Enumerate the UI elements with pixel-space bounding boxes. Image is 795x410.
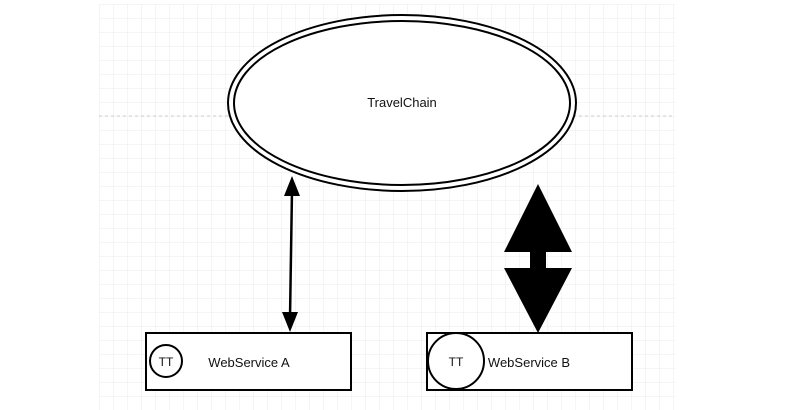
thin-arrow-shaft [288, 189, 294, 319]
travelchain-inner-ellipse [233, 20, 571, 186]
webservice-b-badge-circle [427, 332, 485, 390]
travelchain-node[interactable]: TravelChain [227, 14, 577, 192]
webservice-b-badge-label: TT [449, 355, 464, 369]
thick-arrow-shape [504, 184, 572, 333]
webservice-a-badge-circle [149, 344, 183, 378]
webservice-b-node[interactable]: TT WebService B [426, 332, 633, 391]
edge-webservice-a-travelchain[interactable] [282, 176, 300, 332]
webservice-a-node[interactable]: TT WebService A [145, 332, 352, 391]
thin-arrow-head-top [284, 176, 300, 196]
webservice-b-label: WebService B [488, 355, 570, 370]
edge-webservice-b-travelchain[interactable] [504, 184, 572, 333]
thin-arrow-head-bottom [282, 312, 298, 332]
travelchain-label: TravelChain [367, 95, 437, 110]
webservice-a-label: WebService A [208, 355, 290, 370]
webservice-a-badge-label: TT [159, 355, 174, 369]
